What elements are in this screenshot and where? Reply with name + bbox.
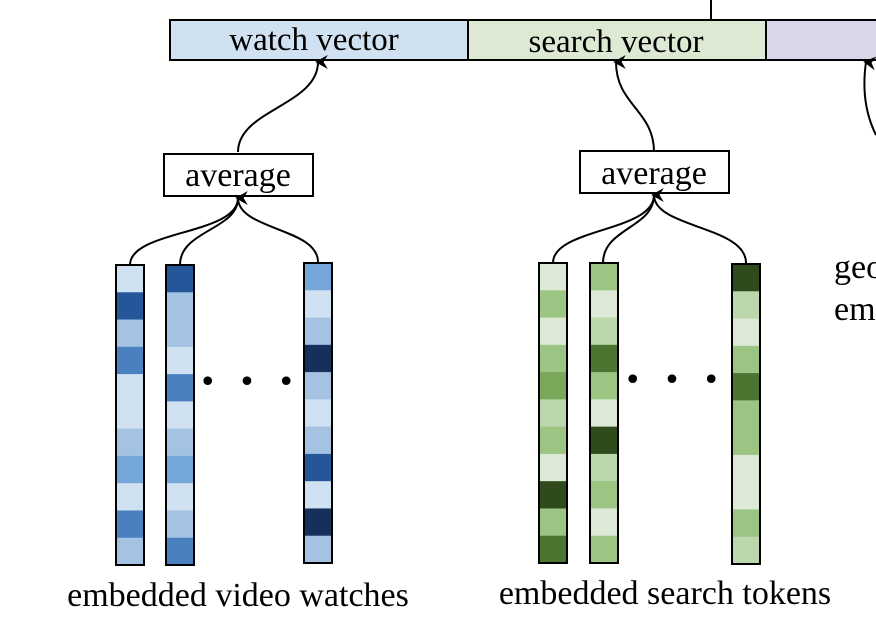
watch-col2-arrow — [179, 197, 239, 266]
geo-to-vector-arrow — [863, 56, 876, 136]
search-embedding-column-3-cell — [732, 454, 760, 483]
search-embedding-column-2-cell — [590, 399, 618, 428]
search-embedding-column-3-cell — [732, 291, 760, 320]
watch-average-label: average — [185, 157, 291, 194]
search-embedding-column-1-cell — [539, 290, 567, 319]
watch-embedding-column-3-cell — [304, 344, 332, 373]
search-embedding-column-1-cell — [539, 263, 567, 291]
watch-embedding-column-1-cell — [116, 401, 144, 430]
search-embedding-column-2-cell — [590, 263, 618, 291]
watch-embedding-column-1-cell — [116, 265, 144, 293]
watch-embedding-column-1-cell — [116, 537, 144, 566]
watch-embedding-column-3-cell — [304, 453, 332, 482]
search-embedding-column-3-border — [731, 263, 761, 565]
watch-embedding-column-1-cell — [116, 346, 144, 375]
search-col2-arrow — [602, 194, 655, 264]
search-ellipsis: • • • — [624, 363, 726, 398]
watch-embedding-column-3-cell — [304, 399, 332, 428]
watch-embedding-column-2-cell — [166, 455, 194, 484]
watch-embedding-column-3-border — [303, 262, 333, 564]
search-embedding-column-1-cell — [539, 372, 567, 400]
search-embedding-column-3-cell — [732, 400, 760, 429]
geo-caption-line1: geo — [834, 249, 876, 286]
search-vector-label: search vector — [529, 24, 704, 60]
search-embedding-column-1-cell — [539, 453, 567, 482]
search-embedding-column-2-cell — [590, 344, 618, 373]
search-caption: embedded search tokens — [499, 575, 831, 612]
search-average-box — [579, 150, 730, 194]
search-embedding-column-1-cell — [539, 426, 567, 455]
watch-embedding-column-2-cell — [166, 265, 194, 293]
search-average-to-vector-arrow — [613, 54, 655, 153]
search-embedding-column-3-cell — [732, 373, 760, 401]
watch-embedding-column-2-cell — [166, 483, 194, 511]
watch-embedding-column-1-cell — [116, 292, 144, 321]
watch-embedding-column-3-cell — [304, 508, 332, 537]
watch-embedding-column-1-cell — [116, 428, 144, 457]
watch-embedding-column-1-cell — [116, 374, 144, 402]
watch-embedding-column-2-cell — [166, 428, 194, 457]
geo-vector-segment — [765, 19, 876, 61]
watch-caption: embedded video watches — [67, 577, 409, 614]
search-embedding-column-2-border — [589, 262, 619, 564]
watch-average-to-vector-arrow — [237, 55, 328, 153]
search-average-label: average — [601, 155, 707, 192]
search-embedding-column-3-cell — [732, 536, 760, 565]
watch-embedding-column-2-cell — [166, 346, 194, 375]
watch-embedding-column-3-cell — [304, 535, 332, 564]
search-col3-arrow — [653, 194, 747, 264]
watch-embedding-column-3-cell — [304, 290, 332, 319]
search-embedding-column-1-cell — [539, 508, 567, 537]
search-embedding-column-3-cell — [732, 318, 760, 347]
search-embedding-column-2-cell — [590, 508, 618, 537]
search-embedding-column-1-border — [538, 262, 568, 564]
watch-embedding-column-2-cell — [166, 537, 194, 566]
watch-embedding-column-3-cell — [304, 426, 332, 455]
watch-embedding-column-1-cell — [116, 510, 144, 539]
watch-col1-arrow — [129, 191, 248, 266]
search-embedding-column-2-cell — [590, 290, 618, 319]
search-embedding-column-1-cell — [539, 535, 567, 564]
search-embedding-column-2-cell — [590, 535, 618, 564]
watch-embedding-column-1-cell — [116, 483, 144, 511]
search-embedding-columns — [538, 262, 761, 565]
watch-embedding-column-1-border — [115, 264, 145, 566]
search-embedding-column-3-cell — [732, 482, 760, 510]
search-embedding-column-2-cell — [590, 426, 618, 455]
search-embedding-column-1-cell — [539, 317, 567, 346]
watch-embedding-column-2-border — [165, 264, 195, 566]
search-embedding-column-3-cell — [732, 264, 760, 292]
watch-embedding-column-3-cell — [304, 317, 332, 346]
watch-embedding-columns — [115, 262, 333, 566]
concatenated-vector-bar: watch vector search vector — [169, 19, 876, 61]
watch-embedding-column-3-cell — [304, 263, 332, 291]
watch-embedding-column-2-cell — [166, 401, 194, 430]
watch-vector-label: watch vector — [229, 22, 399, 58]
search-embedding-column-2-cell — [590, 481, 618, 509]
search-col1-arrow — [552, 188, 664, 264]
search-embedding-column-2-cell — [590, 372, 618, 400]
watch-col3-arrow — [237, 197, 319, 263]
search-embedding-column-3-cell — [732, 345, 760, 374]
geo-caption-line2: em — [834, 291, 876, 328]
watch-embedding-column-3-cell — [304, 372, 332, 400]
watch-embedding-column-2-cell — [166, 374, 194, 402]
watch-embedding-column-1-cell — [116, 455, 144, 484]
search-embedding-column-2-cell — [590, 453, 618, 482]
search-embedding-column-1-cell — [539, 399, 567, 428]
search-embedding-column-3-cell — [732, 427, 760, 456]
watch-embedding-column-2-cell — [166, 292, 194, 321]
watch-embedding-column-2-cell — [166, 510, 194, 539]
watch-ellipsis: • • • — [199, 365, 301, 400]
search-embedding-column-1-cell — [539, 481, 567, 509]
watch-embedding-column-1-cell — [116, 319, 144, 348]
search-embedding-column-2-cell — [590, 317, 618, 346]
search-vector-segment — [467, 19, 767, 61]
search-embedding-column-1-cell — [539, 344, 567, 373]
search-embedding-column-3-cell — [732, 509, 760, 538]
watch-embedding-column-3-cell — [304, 481, 332, 509]
watch-embedding-column-2-cell — [166, 319, 194, 348]
